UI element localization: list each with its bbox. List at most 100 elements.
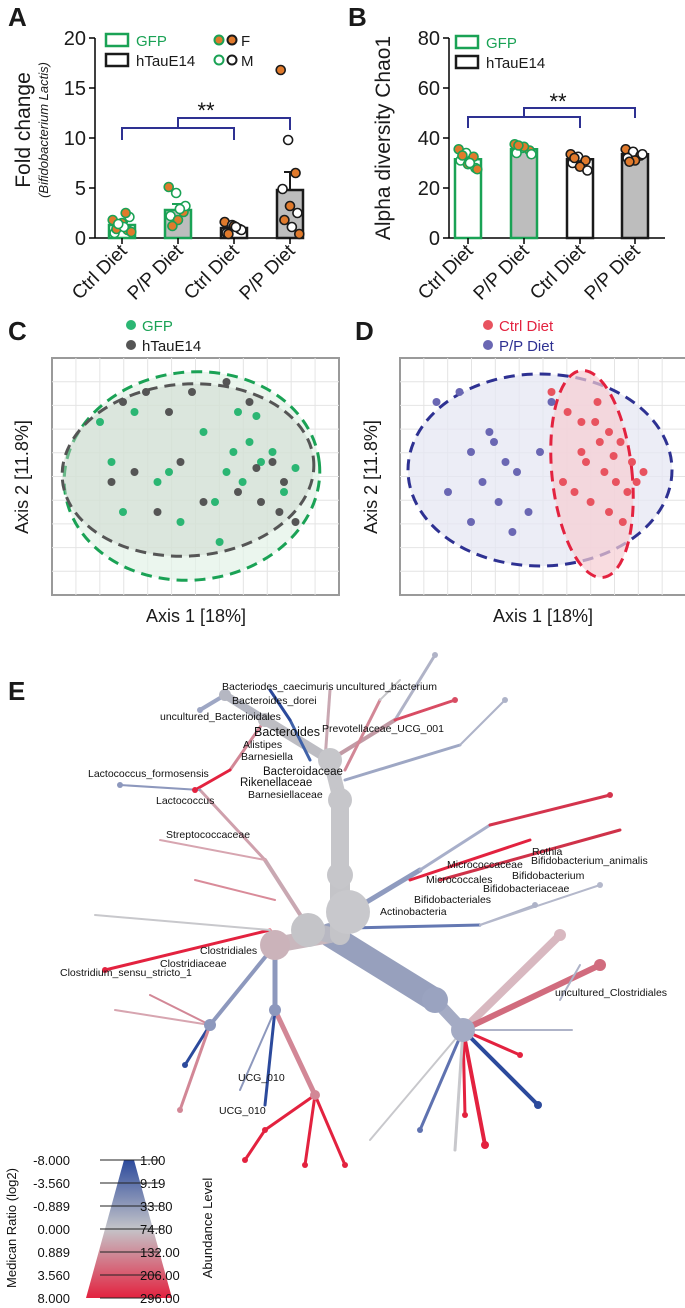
e-branch (221, 691, 269, 724)
e-node (517, 1052, 523, 1058)
b-significance-bracket: ** (467, 89, 636, 128)
e-branch (272, 1007, 318, 1098)
e-node (327, 862, 353, 888)
x-tick-label: P/P Diet (124, 240, 188, 304)
data-point (230, 221, 242, 233)
x-tick-label: Ctrl Diet (180, 240, 244, 304)
e-label-uncultured-bacterium: uncultured_bacterium (336, 681, 437, 693)
a-legend: GFP hTauE14 F M (104, 32, 254, 70)
scatter-point (616, 438, 625, 446)
scatter-point (275, 508, 284, 516)
b-legend: GFP hTauE14 (454, 34, 545, 72)
scatter-point (238, 478, 247, 486)
scatter-point (605, 428, 613, 436)
data-point (163, 181, 175, 193)
scatter-point (222, 378, 231, 386)
scatter-point (547, 388, 556, 396)
e-node (260, 930, 290, 960)
e-branch (313, 1093, 347, 1167)
e-label-uncultured-clostridiales: uncultured_Clostridiales (555, 987, 667, 999)
e-node (422, 987, 448, 1013)
e-node (102, 967, 108, 973)
legend-right-tick: 33.80 (140, 1199, 173, 1214)
e-branch (243, 1128, 267, 1162)
scatter-point (547, 398, 556, 406)
e-node (481, 1141, 489, 1149)
panel-d: D Axis 2 [11.8%] Axis 1 [18%] Ctrl Diet … (355, 316, 685, 626)
e-legend-title-left: Medican Ratio (log2) (4, 1168, 19, 1288)
data-point (167, 220, 178, 232)
scatter-point (628, 458, 636, 466)
scatter-point (611, 478, 620, 486)
e-label-bifidobacterium: Bifidobacterium (512, 870, 585, 882)
e-label-bacteroides: Bacteroides (254, 725, 320, 739)
x-tick-label: P/P Diet (236, 240, 300, 304)
e-branch (239, 1009, 276, 1091)
scatter-point (130, 468, 139, 476)
e-branch (114, 1009, 211, 1026)
e-label-caecimuris: Bacteriodes_caecimuris (222, 681, 333, 693)
c-legend-gfp-dot (126, 320, 136, 330)
e-label-barnesiella: Barnesiella (241, 751, 293, 763)
panel-letter-c: C (8, 316, 27, 346)
e-label-ucg010-a: UCG_010 (238, 1072, 285, 1084)
scatter-point (524, 508, 533, 516)
panel-e: E (4, 652, 667, 1306)
e-branch (461, 1028, 540, 1107)
e-branch (460, 962, 603, 1033)
e-node (597, 882, 603, 888)
panel-letter-a: A (8, 2, 27, 32)
scatter-point (490, 438, 498, 446)
e-label-streptococcaceae: Streptococcaceae (166, 829, 250, 841)
b-significance-label: ** (549, 89, 567, 114)
scatter-point (119, 398, 127, 406)
e-node (594, 959, 606, 971)
y-tick-label: 80 (418, 28, 440, 50)
y-tick-label: 5 (75, 178, 86, 200)
e-label-alistipes: Alistipes (243, 739, 282, 751)
scatter-point (591, 418, 600, 426)
e-branch (318, 923, 447, 1012)
scatter-point (234, 408, 242, 416)
b-legend-htau: hTauE14 (486, 55, 545, 72)
c-legend: GFP hTauE14 (126, 318, 201, 355)
scatter-point (229, 448, 238, 456)
e-label-lactococcus-formosensis: Lactococcus_formosensis (88, 768, 209, 780)
legend-left-tick: 8.000 (37, 1291, 70, 1306)
y-tick-label: 0 (75, 228, 86, 250)
scatter-point (245, 438, 254, 446)
panel-letter-b: B (348, 2, 367, 32)
e-branch (178, 1023, 212, 1112)
a-legend-f: F (241, 33, 250, 50)
e-branch (348, 923, 482, 930)
e-branch (379, 679, 401, 701)
e-node (182, 1062, 188, 1068)
legend-right-tick: 9.19 (140, 1176, 165, 1191)
b-legend-htau-swatch (454, 54, 480, 70)
e-branch (418, 1028, 465, 1132)
a-legend-f-dot-2 (226, 34, 238, 46)
data-point (624, 156, 635, 168)
e-label-bifidobacteriales: Bifidobacteriales (414, 894, 491, 906)
x-tick-label: Ctrl Diet (526, 240, 590, 304)
scatter-point (252, 464, 261, 472)
y-tick-label: 20 (418, 178, 440, 200)
legend-right-tick: 132.00 (140, 1245, 180, 1260)
scatter-point (577, 418, 586, 426)
data-point (457, 150, 468, 161)
e-branch (459, 699, 506, 746)
legend-left-tick: 0.889 (37, 1245, 70, 1260)
scatter-point (211, 498, 219, 506)
scatter-point (570, 488, 579, 496)
e-branch (393, 653, 437, 722)
e-node (269, 1004, 281, 1016)
e-branch (369, 1029, 464, 1141)
e-branch (438, 828, 622, 882)
data-point (464, 157, 476, 169)
scatter-point (595, 438, 604, 446)
c-xlabel: Axis 1 [18%] (146, 606, 246, 626)
e-label-prevotellaceae: Prevotellaceae_UCG_001 (322, 723, 444, 735)
c-legend-htau: hTauE14 (142, 338, 201, 355)
